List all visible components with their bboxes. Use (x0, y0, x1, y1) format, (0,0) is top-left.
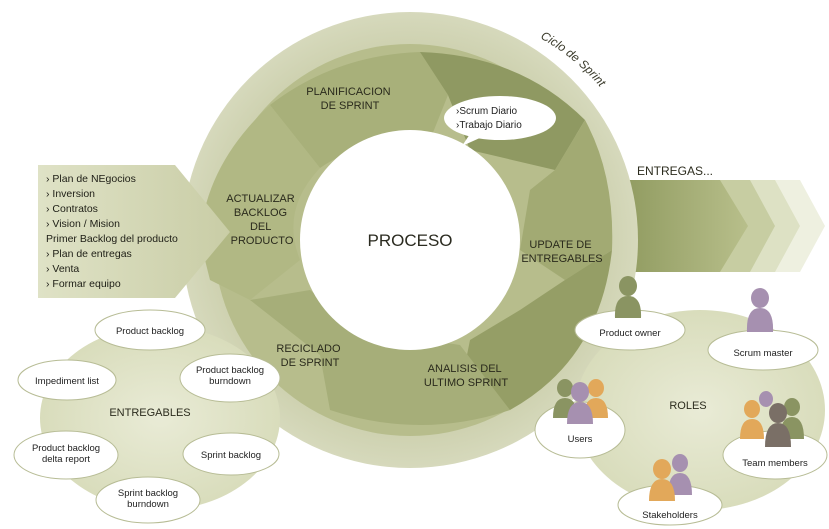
role-product-owner: Product owner (574, 276, 686, 351)
daily-scrum-bubble: ›Scrum Diario ›Trabajo Diario (444, 96, 556, 146)
person-icon (746, 288, 774, 332)
role-team-members: Team members (722, 391, 828, 480)
deliveries-arrows (620, 180, 825, 272)
entregable-product-backlog: Product backlog (94, 309, 206, 351)
role-stakeholders: Stakeholders (617, 454, 723, 526)
deliveries-label: ENTREGAS... (637, 164, 713, 178)
svg-text:Sprint backlog: Sprint backlog (201, 450, 261, 461)
svg-text:›Scrum Diario ›Trabajo D: ›Scrum Diario ›Trabajo Diario (456, 106, 522, 131)
process-center (300, 130, 520, 350)
center-label: PROCESO (367, 231, 452, 250)
entregable-product-backlog-delta-report: Product backlog delta report (13, 430, 119, 480)
entregable-sprint-backlog-burndown: Sprint backlog burndown (95, 476, 201, 524)
entregable-impediment-list: Impediment list (17, 359, 117, 401)
svg-text:Stakeholders: Stakeholders (642, 510, 698, 521)
inputs-arrow: › Plan de NEgocios › Inversion › Contrat… (38, 165, 230, 298)
role-users: Users (534, 379, 626, 459)
people-icon (740, 391, 804, 447)
role-scrum-master: Scrum master (707, 288, 819, 371)
roles-title: ROLES (669, 400, 706, 412)
svg-text:Team members: Team members (742, 458, 808, 469)
phase-analysis: ANALISIS DEL ULTIMO SPRINT (424, 363, 508, 389)
phase-update-deliverables: UPDATE DE ENTREGABLES (521, 239, 602, 265)
phase-update-backlog: ACTUALIZAR BACKLOG DEL PRODUCTO (226, 193, 298, 247)
entregables-title: ENTREGABLES (109, 407, 190, 419)
roles-cluster: ROLES Product owner Scrum master (534, 276, 828, 526)
person-icon (614, 276, 642, 318)
entregable-product-backlog-burndown: Product backlog burndown (179, 353, 281, 403)
svg-text:Scrum master: Scrum master (733, 348, 792, 359)
svg-text:Users: Users (568, 434, 593, 445)
svg-text:Impediment list: Impediment list (35, 376, 99, 387)
entregable-sprint-backlog: Sprint backlog (182, 432, 280, 476)
svg-text:Product backlog: Product backlog (116, 326, 184, 337)
svg-text:Product owner: Product owner (599, 328, 660, 339)
sprint-cycle-segments (200, 52, 613, 425)
entregables-cluster: ENTREGABLES Product backlog Impediment l… (13, 309, 281, 524)
phase-recycle: RECICLADO DE SPRINT (276, 343, 343, 369)
phase-planning: PLANIFICACION DE SPRINT (306, 86, 393, 112)
inputs-list: › Plan de NEgocios › Inversion › Contrat… (46, 173, 181, 290)
people-icon (553, 379, 608, 424)
people-icon (649, 454, 692, 501)
